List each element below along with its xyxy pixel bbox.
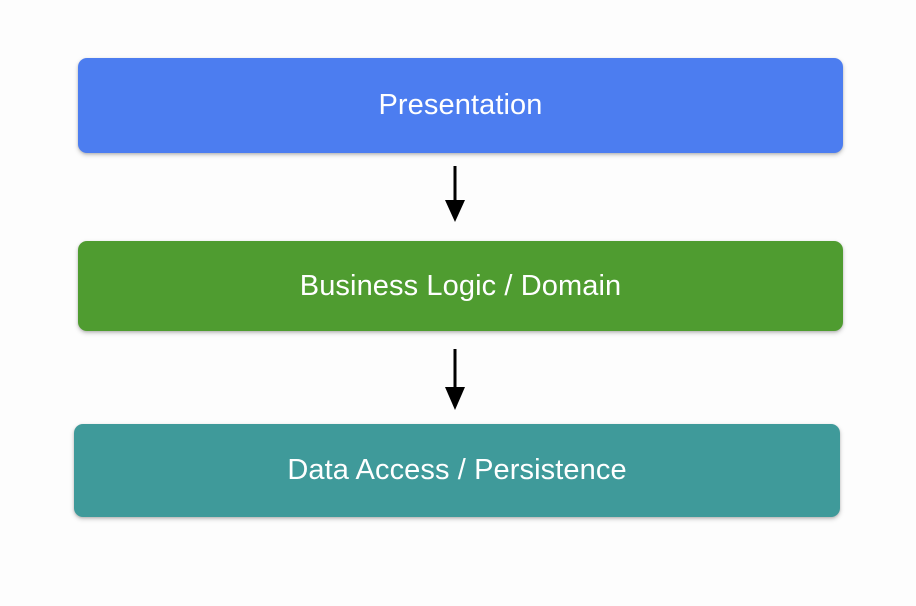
layer-node-business-logic[interactable]: Business Logic / Domain xyxy=(78,241,843,331)
layer-label-business-logic: Business Logic / Domain xyxy=(299,269,622,302)
layer-node-data-access[interactable]: Data Access / Persistence xyxy=(74,424,840,517)
arrow-business-to-data xyxy=(445,349,465,410)
arrow-presentation-to-business xyxy=(445,166,465,222)
arrowhead-icon xyxy=(445,200,465,222)
layer-node-presentation[interactable]: Presentation xyxy=(78,58,843,153)
layer-label-data-access: Data Access / Persistence xyxy=(287,454,627,486)
layer-label-presentation: Presentation xyxy=(378,89,543,121)
arrowhead-icon xyxy=(445,387,465,410)
